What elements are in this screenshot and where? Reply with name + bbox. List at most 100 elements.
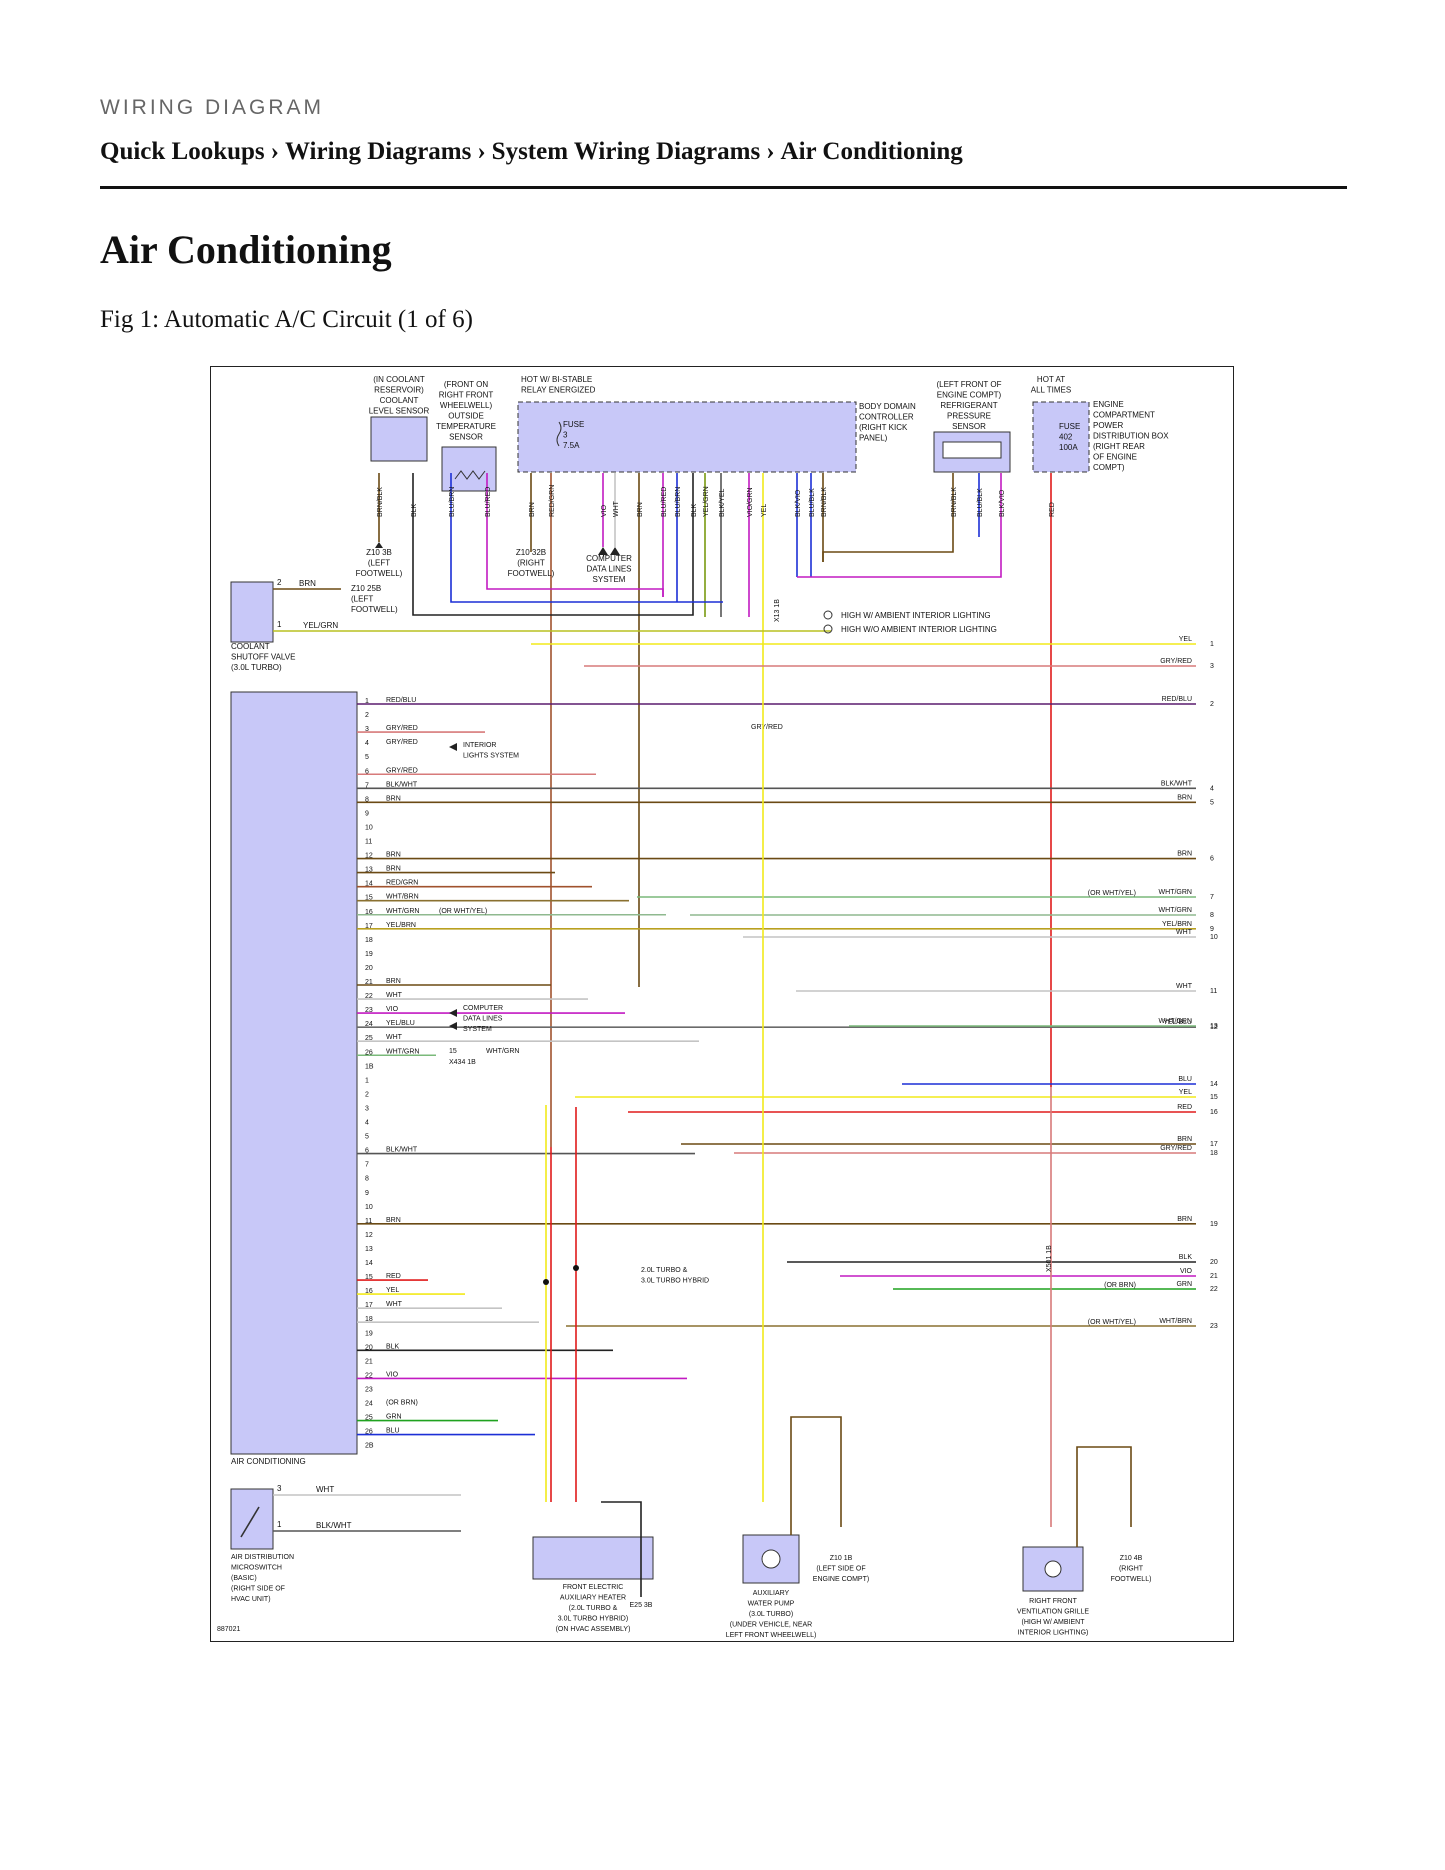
module-pin-number: 10 [365,824,373,831]
ecpdb-label-line: POWER [1093,421,1123,430]
module-pin-number: 8 [365,1176,369,1183]
right-wire-label: BLK [1179,1254,1193,1261]
computer-data-top-label-line: DATA LINES [586,565,631,574]
ecpdb-label-line: OF ENGINE [1093,453,1137,462]
right-wire-number: 11 [1210,988,1217,995]
wire-label: BLK/VIO [795,489,802,517]
computer-data-mid-label-line: COMPUTER [463,1005,503,1012]
z10-4b-label-line: (RIGHT [1119,1566,1144,1573]
wire-label: BRN [637,502,644,517]
wire-label: YEL/GRN [303,621,338,630]
bdc-label-line: (RIGHT KICK [859,423,908,432]
heater-label-line: (ON HVAC ASSEMBLY) [556,1626,631,1633]
breadcrumb-air-conditioning[interactable]: Air Conditioning [780,138,963,165]
breadcrumb-wiring-diagrams[interactable]: Wiring Diagrams [285,138,472,165]
computer-data-mid-label-line: DATA LINES [463,1016,503,1023]
module-pin-number: 3 [365,1105,369,1112]
z10-32b-label-line: Z10 32B [516,548,546,557]
right-wire-label: BRN [1177,1216,1192,1223]
pump-label-line: (UNDER VEHICLE, NEAR [730,1622,812,1629]
right-wire-number: 3 [1210,663,1214,670]
module-pin-number: 16 [365,909,373,916]
heater-label-line: 3.0L TURBO HYBRID) [558,1616,628,1623]
right-wire-label: BRN [1177,1136,1192,1143]
pump-label-line: LEFT FRONT WHEELWELL) [726,1632,817,1639]
right-wire-label: BRN [1177,794,1192,801]
module-pin-label: (OR BRN) [386,1400,418,1407]
thermistor-icon [454,470,486,480]
pressure-sensor-label-line: ENGINE COMPT) [937,391,1002,400]
breadcrumb-separator: › [477,138,486,165]
right-wire-note: (OR WHT/YEL) [1088,890,1136,897]
z10-3b-label-line: (LEFT [368,559,390,568]
wire-label: RED/GRN [549,485,556,517]
module-pin-label: BRN [386,852,401,859]
arrow-icon [598,547,620,555]
z10-3b-label-line: FOOTWELL) [356,569,403,578]
breadcrumb-system-wiring-diagrams[interactable]: System Wiring Diagrams [491,138,761,165]
wire [486,557,664,597]
module-pin-label: WHT/GRN [386,1048,419,1055]
computer-data-top-label-line: SYSTEM [593,575,626,584]
module-pin-number: 14 [365,1260,373,1267]
module-pin-number: 8 [365,796,369,803]
coolant-valve-label-line: COOLANT [231,642,270,651]
pin-number: 2 [277,578,282,587]
module-pin-label: GRY/RED [386,767,418,774]
z10-1b-label-line: ENGINE COMPT) [813,1576,869,1583]
wire-label: VIO/GRN [747,487,754,517]
ecpdb-fuse-label-line: 100A [1059,443,1078,452]
grille-label-line: INTERIOR LIGHTING) [1018,1630,1089,1637]
page-title: Air Conditioning [100,227,392,272]
z10-1b-label-line: (LEFT SIDE OF [816,1566,865,1573]
right-wire-number: 13 [1210,1023,1218,1030]
module-pin-label: YEL [386,1287,399,1294]
module-pin-number: 13 [365,1246,373,1253]
module-pin-label: YEL/BRN [386,922,416,929]
wire-label: YEL [761,504,768,517]
z10-25b-label-line: (LEFT [351,595,373,604]
module-pin-number: 20 [365,1344,373,1351]
module-pin-number: 1B [365,1063,374,1070]
section-kicker: WIRING DIAGRAM [100,96,324,119]
outside-temp-sensor-label-line: TEMPERATURE [436,422,496,431]
pump-label-line: WATER PUMP [748,1601,795,1608]
module-pin-number: 11 [365,1218,372,1225]
wire-label: BLK [411,503,418,517]
right-wire-number: 6 [1210,856,1214,863]
lamp-icon [1044,1560,1062,1578]
module-pin-number: 11 [365,839,372,846]
wire-label: BLK/WHT [316,1521,352,1530]
wire-label: BLU/RED [661,487,668,517]
module-pin-number: 26 [365,1429,373,1436]
module-pin-number: 5 [365,754,369,761]
right-wire-number: 14 [1210,1081,1218,1088]
module-pin-number: 22 [365,1372,373,1379]
right-wire-label: WHT/GRN [1159,1018,1192,1025]
module-pin-number: 16 [365,1288,373,1295]
module-pin-label: BLU [386,1428,400,1435]
module-pin-label: BRN [386,866,401,873]
outside-temp-sensor-label-line: WHEELWELL) [440,401,493,410]
wire-label: BLU/RED [485,487,492,517]
module-pin-number: 21 [365,979,373,986]
wire-label: BLK/YEL [719,488,726,517]
wire-brn [790,1416,842,1535]
module-pin-number: 6 [365,768,369,775]
right-wire-number: 2 [1210,701,1214,708]
z10-25b-label-line: Z10 25B [351,584,381,593]
module-pin-label: WHT [386,1301,403,1308]
module-pin-number: 18 [365,1316,373,1323]
right-wire-label: VIO [1180,1268,1193,1275]
bdc-fuse-label-line: 3 [563,431,568,440]
bdc-hot-label-line: HOT W/ BI-STABLE [521,375,592,384]
wire [822,537,954,562]
right-wire-label: YEL/BRN [1162,921,1192,928]
legend-marker-2 [823,624,833,634]
module-pin-number: 1 [365,698,369,705]
breadcrumb-quick-lookups[interactable]: Quick Lookups [100,138,265,165]
module-pin-label: BLK/WHT [386,1147,418,1154]
breadcrumb: Quick Lookups›Wiring Diagrams›System Wir… [100,138,963,166]
module-pin-number: 22 [365,993,373,1000]
